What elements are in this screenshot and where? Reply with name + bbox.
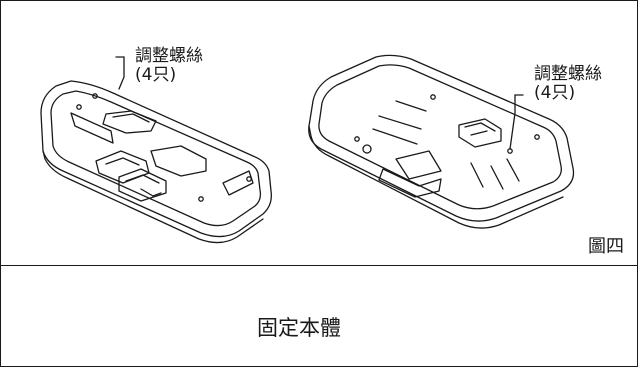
right-screw-label-count: (4只) (534, 83, 576, 103)
right-screw-label: 調整螺絲 (4只) (534, 65, 602, 103)
caption-panel: 固定本體 (1, 266, 637, 366)
left-tray-drawing (40, 56, 272, 244)
figure-panel: 調整螺絲 (4只) 調整螺絲 (4只) 圖四 (1, 1, 637, 265)
right-screw-label-name: 調整螺絲 (534, 64, 602, 84)
caption-text: 固定本體 (257, 316, 341, 340)
left-screw-label: 調整螺絲 (4只) (135, 47, 203, 85)
figure-number: 圖四 (588, 236, 624, 257)
right-tray-drawing (308, 54, 575, 229)
left-screw-label-count: (4只) (135, 65, 177, 85)
left-screw-label-name: 調整螺絲 (135, 46, 203, 66)
tray-illustration (40, 54, 575, 244)
section-divider (1, 265, 637, 266)
